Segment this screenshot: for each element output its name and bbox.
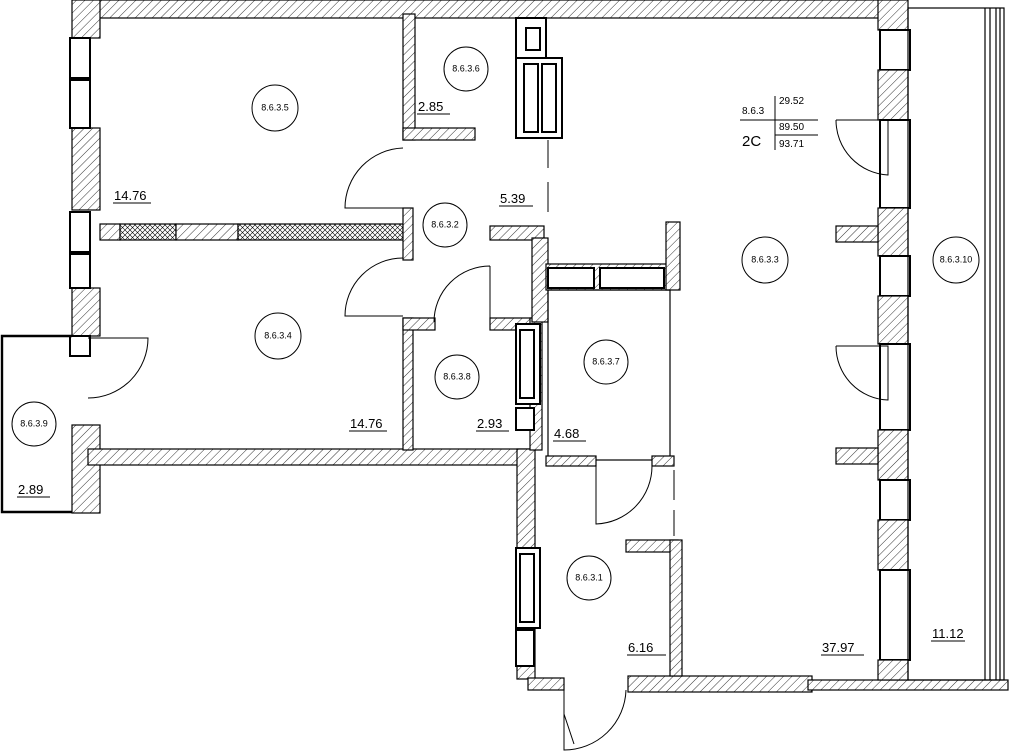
room-tag <box>583 339 629 385</box>
room-area: 6.16 <box>628 640 653 655</box>
room-8.6.3.7: 8.6.3.7 4.68 <box>553 339 629 442</box>
room-tag-label: 8.6.3.1 <box>575 572 603 582</box>
apartment-type: 2С <box>742 133 761 150</box>
room-tag-label: 8.6.3.6 <box>452 63 480 73</box>
doors <box>87 119 889 751</box>
room-tag-label: 8.6.3.4 <box>264 330 292 340</box>
room-tag-label: 8.6.3.8 <box>443 371 471 381</box>
room-area: 4.68 <box>554 426 579 441</box>
apartment-info: 8.6.3 2С 29.52 89.50 93.71 <box>740 96 818 150</box>
room-8.6.3.6: 8.6.3.6 2.85 <box>417 46 489 115</box>
room-8.6.3.10: 8.6.3.10 11.12 <box>931 236 980 642</box>
room-8.6.3.4: 8.6.3.4 14.76 <box>254 312 387 432</box>
room-area: 11.12 <box>932 626 964 641</box>
room-8.6.3.2: 8.6.3.2 5.39 <box>422 191 533 248</box>
room-tag <box>254 312 302 360</box>
room-tag-label: 8.6.3.3 <box>751 254 779 264</box>
room-tag-label: 8.6.3.2 <box>431 219 459 229</box>
room-8.6.3.5: 8.6.3.5 14.76 <box>113 84 299 204</box>
apartment-id: 8.6.3 <box>742 106 765 117</box>
room-8.6.3.9: 8.6.3.9 2.89 <box>11 401 57 498</box>
room-tag <box>443 46 489 92</box>
room-8.6.3.8: 8.6.3.8 2.93 <box>434 354 509 432</box>
room-8.6.3.1: 8.6.3.1 6.16 <box>566 555 666 656</box>
room-tag <box>434 354 480 400</box>
room-tag <box>251 84 299 132</box>
room-tag <box>741 236 789 284</box>
room-tag <box>11 401 57 447</box>
living-area: 29.52 <box>779 96 804 107</box>
room-tag <box>566 555 612 601</box>
room-area: 37.97 <box>822 640 855 655</box>
room-tag <box>422 202 468 248</box>
room-tag-label: 8.6.3.10 <box>940 254 973 264</box>
room-area: 14.76 <box>350 416 383 431</box>
room-tag-label: 8.6.3.9 <box>20 418 48 428</box>
room-tag-label: 8.6.3.7 <box>592 356 620 366</box>
room-8.6.3.3: 8.6.3.3 37.97 <box>741 236 864 656</box>
loggia-right <box>907 7 1005 681</box>
room-area: 5.39 <box>500 191 525 206</box>
shafts <box>515 17 665 667</box>
total-area-with-loggia: 93.71 <box>779 139 804 150</box>
total-area: 89.50 <box>779 122 804 133</box>
room-area: 2.85 <box>418 99 443 114</box>
loggia-left <box>0 334 72 514</box>
room-tag-label: 8.6.3.5 <box>261 102 289 112</box>
room-area: 14.76 <box>114 188 147 203</box>
room-area: 2.93 <box>477 416 502 431</box>
room-tag <box>932 236 980 284</box>
room-area: 2.89 <box>18 482 43 497</box>
